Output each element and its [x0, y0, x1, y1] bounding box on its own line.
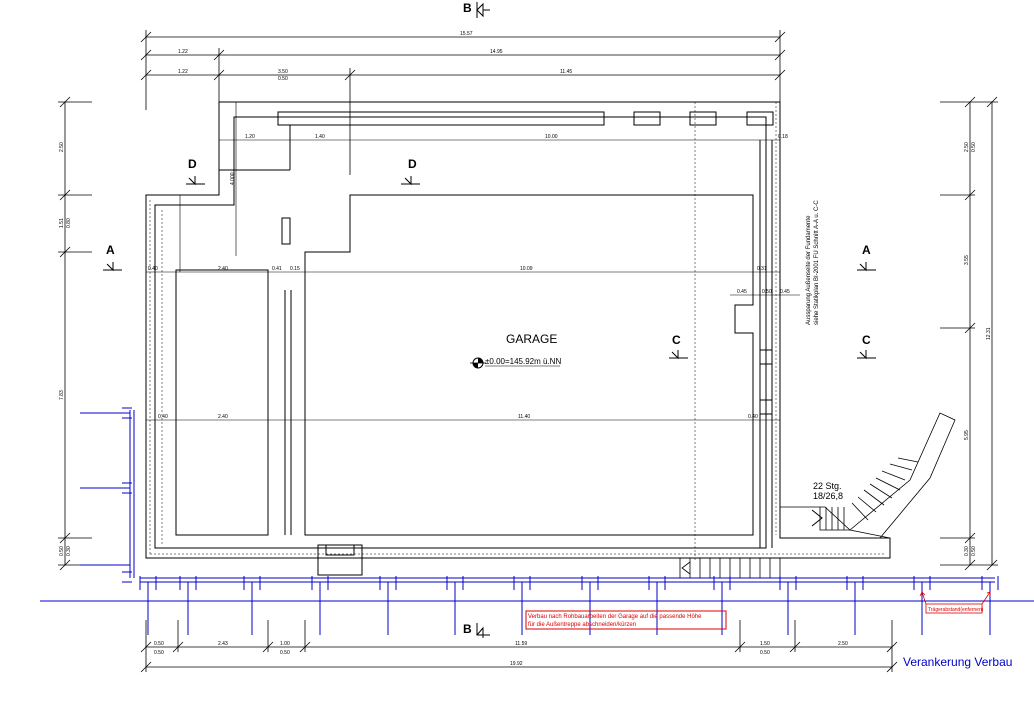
dim-inner-2: 1.40 — [315, 134, 325, 140]
dim-right-5: 5.95 — [964, 430, 970, 440]
dim-bottom-5-sub: 0.50 — [760, 650, 770, 656]
section-marker-a-left: A — [103, 243, 122, 272]
dim-right-1: 2.50 — [964, 142, 970, 152]
svg-text:C: C — [672, 333, 681, 347]
red-note-box: Verbau nach Rohbauarbeiten der Garage au… — [525, 610, 727, 630]
dim-right-3: 3.55 — [964, 255, 970, 265]
svg-text:B: B — [463, 622, 472, 636]
dim-top-row3-left: 1.22 — [178, 69, 188, 75]
dim-inner-17: 0.40 — [748, 414, 758, 420]
section-marker-d-left: D — [186, 157, 205, 186]
dim-left-6: 0.30 — [66, 546, 72, 556]
room-name: GARAGE — [506, 332, 557, 346]
dim-right-7: 0.50 — [971, 546, 977, 556]
section-marker-b-bottom: B — [463, 622, 490, 638]
dim-inner-16: 0.40 — [158, 414, 168, 420]
dim-inner-14: 2.40 — [218, 414, 228, 420]
shoring-verbau — [40, 407, 1034, 635]
dim-top-row3-mid-b: 0.50 — [278, 76, 288, 82]
foundation-note-line2: siehe Statikplan BI-2001 FU Schnitt A-A … — [814, 200, 820, 325]
elevation-symbol — [470, 357, 486, 369]
internal-dimension-lines — [146, 102, 800, 421]
red-note-line2: für die Außentreppe abschneiden/kürzen — [528, 622, 636, 628]
dim-inner-13: 0.45 — [780, 289, 790, 295]
dim-bottom-6: 2.50 — [838, 641, 848, 647]
dim-left-1: 2.50 — [59, 142, 65, 152]
dim-inner-3: 10.00 — [545, 134, 558, 140]
dim-top-row2-right: 14.95 — [490, 49, 503, 55]
dim-inner-1: 1.20 — [245, 134, 255, 140]
dim-bottom-3-sub: 0.50 — [280, 650, 290, 656]
svg-text:B: B — [463, 1, 472, 15]
section-marker-c-right: C — [857, 333, 876, 360]
dim-inner-4: 0.18 — [778, 134, 788, 140]
dim-bottom-3: 1.00 — [280, 641, 290, 647]
dim-inner-11: 0.45 — [737, 289, 747, 295]
dim-left-4: 7.83 — [59, 390, 65, 400]
dim-top-row2-left: 1.22 — [178, 49, 188, 55]
section-marker-c-mid: C — [669, 333, 688, 360]
dim-bottom-4: 11.59 — [515, 641, 527, 647]
verbau-label: Verankerung Verbau — [903, 655, 1012, 669]
dim-left-2: 1.51 — [59, 218, 65, 228]
dim-bottom-5: 1.50 — [760, 641, 770, 647]
section-marker-a-right: A — [857, 243, 876, 272]
dim-bottom-overall: 19.92 — [510, 661, 523, 667]
svg-text:Trägerabstand(enfernen): Trägerabstand(enfernen) — [928, 607, 984, 613]
dim-right-4: 12.31 — [986, 327, 992, 340]
building-walls — [145, 101, 891, 576]
section-marker-b-top: B — [463, 1, 490, 18]
dim-inner-15: 11.40 — [518, 414, 530, 420]
svg-text:A: A — [106, 243, 115, 257]
dim-inner-9: 10.09 — [520, 266, 533, 272]
dim-inner-10: 0.31 — [757, 266, 767, 272]
dim-top-row3-mid-a: 3.50 — [278, 69, 288, 75]
red-tag: Trägerabstand(enfernen) — [919, 591, 991, 614]
dim-inner-7: 0.41 — [272, 266, 282, 272]
dim-inner-6: 2.40 — [218, 266, 228, 272]
red-note-line1: Verbau nach Rohbauarbeiten der Garage au… — [528, 614, 702, 620]
svg-text:C: C — [862, 333, 871, 347]
stairs-ratio: 18/26,8 — [813, 491, 843, 501]
dim-bottom-1-sub: 0.50 — [154, 650, 164, 656]
left-dimension-chain — [58, 96, 92, 571]
dim-right-2: 0.50 — [971, 142, 977, 152]
foundation-note-line1: Aussparung Außenseite der Fundamente — [806, 215, 812, 325]
svg-text:D: D — [408, 157, 417, 171]
dim-bottom-1: 0.50 — [154, 641, 164, 647]
dim-left-3: 0.80 — [66, 218, 72, 228]
dim-bottom-2: 2.43 — [218, 641, 228, 647]
dim-inner-8: 0.15 — [290, 266, 300, 272]
section-marker-d-right: D — [401, 157, 420, 186]
dim-inner-12: 0.50 — [762, 289, 772, 295]
bottom-dimension-chains — [140, 620, 898, 673]
dim-inner-18: 4.000 — [230, 172, 236, 185]
dim-top-row3-right: 11.45 — [560, 69, 572, 75]
stairs-steps: 22 Stg. — [813, 481, 842, 491]
dim-inner-5: 0.40 — [148, 266, 158, 272]
svg-text:A: A — [862, 243, 871, 257]
svg-text:D: D — [188, 157, 197, 171]
elevation-label: ±0.00=145.92m ü.NN — [485, 357, 561, 366]
dim-right-6: 0.30 — [964, 546, 970, 556]
foundation-lines — [149, 102, 886, 560]
right-dimension-chain — [940, 96, 998, 571]
dim-overall-top: 15.57 — [460, 31, 473, 37]
top-dimension-chains — [140, 30, 786, 175]
dim-left-5: 0.50 — [59, 546, 65, 556]
